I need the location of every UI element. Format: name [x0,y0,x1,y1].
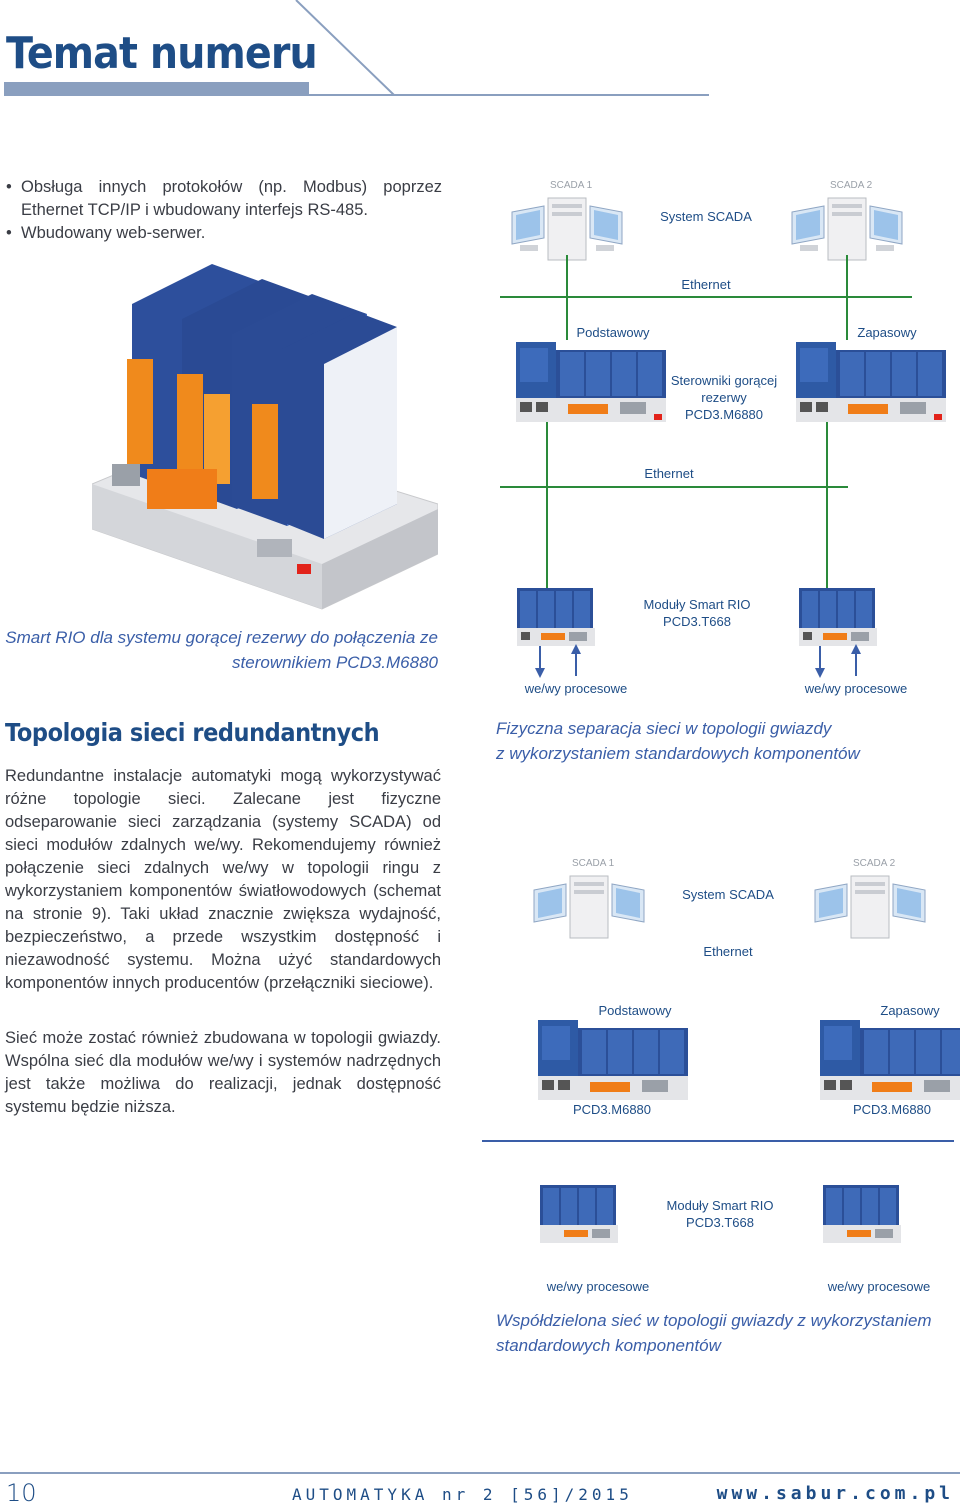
caption-line: z wykorzystaniem standardowych komponent… [496,744,860,763]
list-item: Wbudowany web-serwer. [6,222,442,245]
header-rule [309,94,709,96]
system-scada-label: System SCADA [682,887,774,902]
rio-label-2: PCD3.T668 [663,614,731,629]
footer-rule [0,1472,960,1474]
website-link[interactable]: www.sabur.com.pl [716,1483,954,1504]
caption-line: Fizyczna separacja sieci w topologii gwi… [496,719,832,738]
system-scada-label: System SCADA [660,209,752,224]
primary-label: Podstawowy [599,1003,672,1018]
caption-line: Współdzielona sieć w topologii gwiazdy z… [496,1311,932,1330]
caption-line: standardowych komponentów [496,1336,721,1355]
backup-controller-icon [796,342,946,422]
rio-label-1: Moduły Smart RIO [644,597,751,612]
rio-label-1: Moduły Smart RIO [667,1198,774,1213]
controllers-label-1: Sterowniki gorącej [671,373,777,388]
rio-module-left-icon [517,588,595,646]
ethernet-label: Ethernet [703,944,753,959]
magazine-issue: AUTOMATYKA nr 2 [56]/2015 [292,1485,633,1504]
backup-controller-icon [820,1020,960,1100]
list-item: Obsługa innych protokołów (np. Modbus) p… [6,176,442,222]
body-paragraph: Sieć może zostać również zbudowana w top… [5,1029,441,1116]
scada1-label: SCADA 1 [550,180,593,191]
primary-controller-icon [538,1020,688,1100]
shared-star-topology-diagram: SCADA 1 SCADA 2 System SCADA Ethernet Po… [482,858,960,1294]
star-topology-diagram: SCADA 1 SCADA 2 System SCADA Ethernet Po… [500,180,946,696]
controllers-label-2: rezerwy [701,390,747,405]
io-left-label: we/wy procesowe [546,1279,650,1294]
io-right-label: we/wy procesowe [804,681,908,696]
page-title: Temat numeru [6,28,318,79]
scada1-workstation-icon [511,197,623,261]
primary-controller-icon [516,342,666,422]
smart-rio-photo [92,264,438,610]
diagram2-caption: Współdzielona sieć w topologii gwiazdy z… [496,1308,946,1358]
primary-label: Podstawowy [577,325,650,340]
pcd-left-label: PCD3.M6880 [573,1102,651,1117]
scada2-workstation-icon [791,197,903,261]
rio-label-2: PCD3.T668 [686,1215,754,1230]
body-paragraph: Redundantne instalacje automatyki mogą w… [5,767,441,992]
section-heading: Topologia sieci redundantnych [5,718,380,747]
rio-module-left-icon [540,1185,618,1243]
scada1-label: SCADA 1 [572,858,615,869]
controllers-label-3: PCD3.M6880 [685,407,763,422]
scada2-label: SCADA 2 [830,180,873,191]
rio-module-right-icon [799,588,877,646]
diagram1-caption: Fizyczna separacja sieci w topologii gwi… [496,716,946,766]
scada2-workstation-icon [814,875,926,939]
photo-caption: Smart RIO dla systemu gorącej rezerwy do… [5,628,438,672]
header-diagonal [295,0,395,96]
io-right-label: we/wy procesowe [827,1279,931,1294]
rio-module-right-icon [823,1185,901,1243]
ethernet-top-label: Ethernet [681,277,731,292]
backup-label: Zapasowy [880,1003,940,1018]
ethernet-bottom-label: Ethernet [644,466,694,481]
io-left-label: we/wy procesowe [524,681,628,696]
header-bar [4,82,309,96]
backup-label: Zapasowy [857,325,917,340]
scada1-workstation-icon [533,875,645,939]
pcd-right-label: PCD3.M6880 [853,1102,931,1117]
scada2-label: SCADA 2 [853,858,896,869]
feature-list: Obsługa innych protokołów (np. Modbus) p… [6,176,442,245]
page-number: 10 [6,1479,37,1507]
